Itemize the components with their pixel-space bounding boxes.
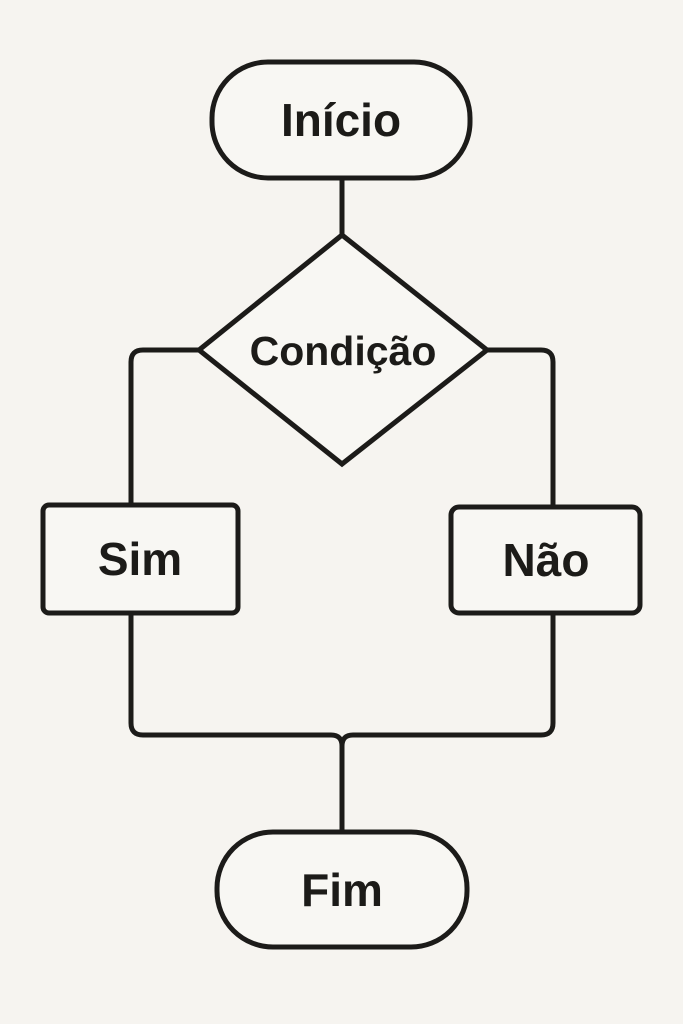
start-terminator-shape [209, 59, 473, 181]
decision-diamond-shape [195, 231, 492, 468]
start-label: Início [281, 94, 401, 146]
edge-yes-to-end [128, 611, 345, 834]
no-process-shape [448, 504, 643, 616]
no-label: Não [503, 534, 590, 586]
edge-group [128, 178, 556, 834]
end-terminator-shape [214, 829, 470, 950]
node-decision: Condição [195, 231, 492, 468]
node-no: Não [448, 504, 643, 616]
decision-label: Condição [250, 328, 437, 374]
end-label: Fim [301, 864, 383, 916]
node-start: Início [209, 59, 473, 181]
edge-decision-to-yes [128, 347, 199, 507]
edge-no-to-end [339, 611, 556, 834]
edge-decision-to-no [487, 347, 556, 509]
node-end: Fim [214, 829, 470, 950]
yes-process-shape [40, 502, 241, 616]
yes-label: Sim [98, 533, 182, 585]
node-yes: Sim [40, 502, 241, 616]
